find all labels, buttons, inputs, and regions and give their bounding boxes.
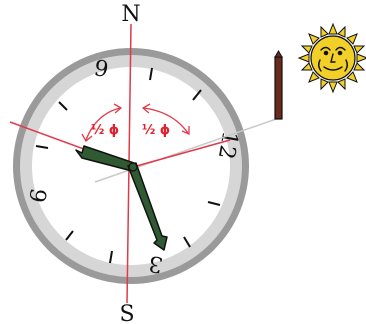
angle-label-right: ½ ϕ xyxy=(142,123,170,138)
south-label: S xyxy=(119,302,134,324)
dial-number-12: 12 xyxy=(213,129,242,161)
north-label: N xyxy=(121,2,140,27)
stick-icon xyxy=(275,51,282,119)
hand-pivot xyxy=(129,163,137,171)
sun-icon xyxy=(299,24,366,92)
angle-label-left: ½ ϕ xyxy=(91,123,119,138)
